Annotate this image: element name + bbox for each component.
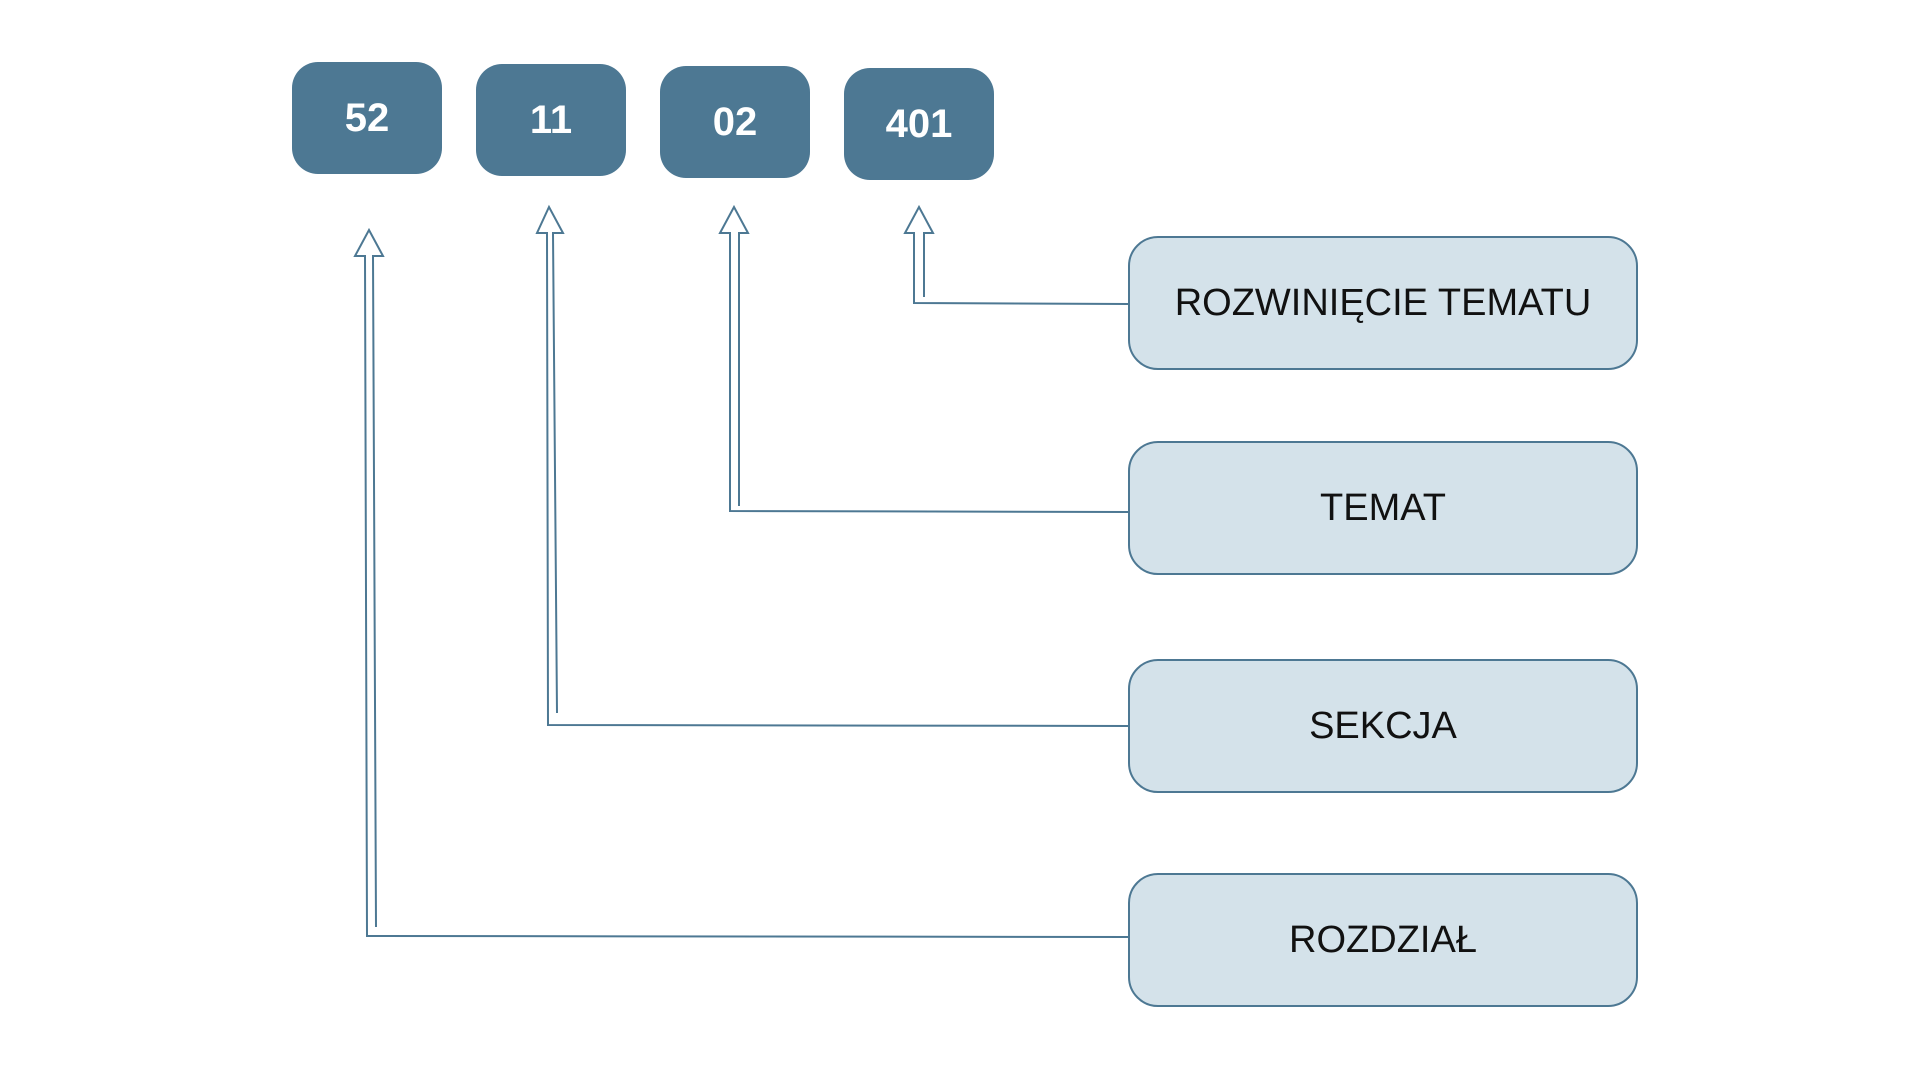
label-topic-development: ROZWINIĘCIE TEMATU <box>1174 281 1592 324</box>
arrow-chapter <box>353 227 1129 938</box>
arrow-topic <box>718 204 1129 513</box>
label-box-chapter: ROZDZIAŁ <box>1128 873 1638 1007</box>
code-value-section: 11 <box>529 97 573 142</box>
label-chapter: ROZDZIAŁ <box>1289 918 1477 961</box>
code-box-chapter: 52 <box>292 62 442 174</box>
code-value-chapter: 52 <box>344 95 390 140</box>
code-box-topic-development: 401 <box>844 68 994 180</box>
label-box-section: SEKCJA <box>1128 659 1638 793</box>
arrow-section <box>535 204 1129 727</box>
label-topic: TEMAT <box>1320 486 1446 529</box>
arrow-topic-development <box>903 204 1129 305</box>
code-value-topic: 02 <box>712 99 758 144</box>
label-section: SEKCJA <box>1309 704 1457 747</box>
label-box-topic: TEMAT <box>1128 441 1638 575</box>
code-box-section: 11 <box>476 64 626 176</box>
code-value-topic-development: 401 <box>885 101 953 146</box>
label-box-topic-development: ROZWINIĘCIE TEMATU <box>1128 236 1638 370</box>
code-box-topic: 02 <box>660 66 810 178</box>
